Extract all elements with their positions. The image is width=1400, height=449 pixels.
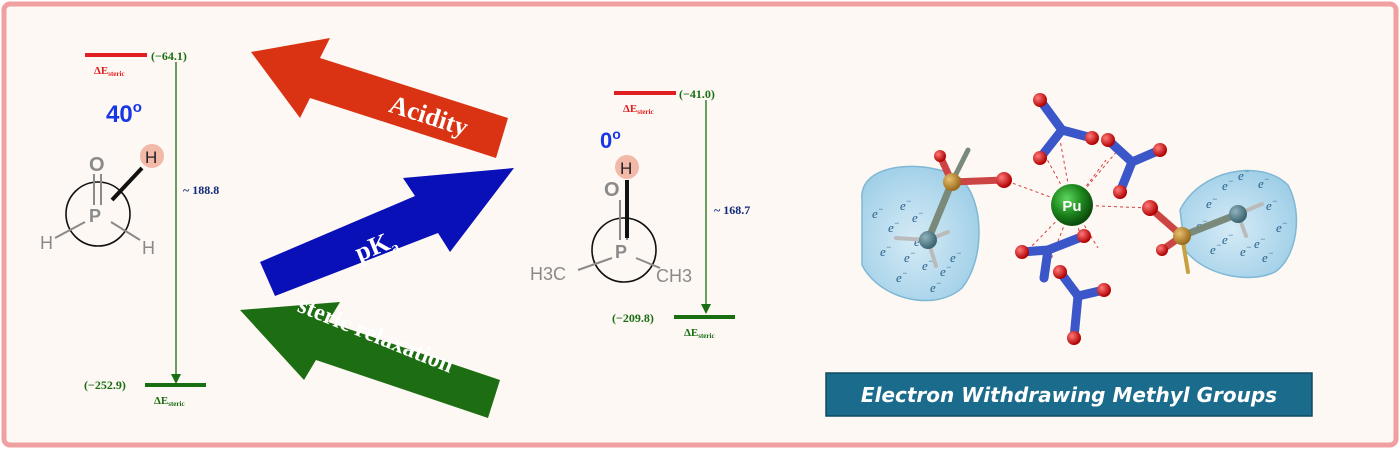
left-ph-bond-right xyxy=(110,221,141,241)
right-highlight-hydrogen xyxy=(615,155,639,179)
right-methyl-right-label: CH3 xyxy=(656,266,692,286)
electron-label-3: e− xyxy=(900,196,912,213)
electron-label-1: e− xyxy=(888,218,900,235)
electron-label-0: e− xyxy=(872,204,884,221)
conclusion-banner: Electron Withdrawing Methyl Groups xyxy=(825,372,1313,417)
plutonium-label: Pu xyxy=(1062,198,1081,215)
left-highlight-hydrogen xyxy=(140,144,164,168)
right-phosphorus-label: P xyxy=(615,242,627,262)
right-top-value: (−41.0) xyxy=(679,87,715,101)
electron-label-8: e− xyxy=(940,262,952,279)
left-newman-circle xyxy=(65,181,131,247)
left-phosphorus-label: P xyxy=(89,206,101,226)
left-ph-bond-left xyxy=(54,221,86,239)
electron-labels: e−e−e−e−e−e−e−e−e−e−e−e−e−e−e−e−e−e−e−e−… xyxy=(872,166,1288,295)
banner-background xyxy=(825,372,1313,417)
electron-label-7: e− xyxy=(896,268,908,285)
plutonium-atom xyxy=(1051,184,1093,226)
right-bottom-delta-label: ΔEsteric xyxy=(684,327,715,340)
left-top-value: (−64.1) xyxy=(151,49,187,63)
electron-label-5: e− xyxy=(904,248,916,265)
electron-label-4: e− xyxy=(912,208,924,225)
right-h-top-label: H xyxy=(620,159,632,178)
left-electron-cloud xyxy=(861,165,980,302)
electron-label-6: e− xyxy=(922,256,934,273)
steric-arrow-shape xyxy=(240,302,500,418)
right-energy-difference: ~ 168.7 xyxy=(714,203,750,217)
right-dihedral-angle: 0o xyxy=(600,126,621,153)
electron-label-23: e− xyxy=(1210,240,1222,257)
electron-label-15: e− xyxy=(1238,166,1250,183)
electron-label-9: e− xyxy=(930,278,942,295)
atom-spheres xyxy=(919,93,1247,345)
right-energy-diagram: (−41.0) ΔEsteric ~ 168.7 (−209.8) ΔEster… xyxy=(530,87,750,340)
left-h-right-label: H xyxy=(142,238,155,258)
electron-label-12: e− xyxy=(1196,216,1208,233)
pka-arrow-shape xyxy=(260,168,514,296)
right-oxygen-label: O xyxy=(604,179,620,201)
left-ph-bond-top xyxy=(110,166,144,202)
right-methyl-left-label: H3C xyxy=(530,264,566,284)
right-energy-arrowhead xyxy=(701,304,711,314)
pka-arrow: pKa xyxy=(260,168,514,296)
electron-label-16: e− xyxy=(1258,174,1270,191)
right-top-delta-label: ΔEsteric xyxy=(623,103,654,116)
electron-label-11: e− xyxy=(950,248,962,265)
pu-complex-illustration: e−e−e−e−e−e−e−e−e−e−e−e−e−e−e−e−e−e−e−e−… xyxy=(861,93,1298,345)
electron-label-2: e− xyxy=(880,242,892,259)
left-oxygen-label: O xyxy=(89,154,105,176)
left-molecule: O P H H H xyxy=(40,144,164,258)
acidity-arrow-shape xyxy=(251,38,508,158)
left-energy-difference: ~ 188.8 xyxy=(183,183,219,197)
right-newman-circle xyxy=(591,217,657,283)
left-top-delta-label: ΔEsteric xyxy=(94,65,125,78)
left-bottom-delta-label: ΔEsteric xyxy=(154,395,185,408)
electron-label-18: e− xyxy=(1276,218,1288,235)
left-dihedral-angle: 40o xyxy=(106,99,142,128)
right-pc-bond-left xyxy=(577,257,613,271)
electron-label-21: e− xyxy=(1262,248,1274,265)
electron-label-17: e− xyxy=(1266,196,1278,213)
left-h-top-label: H xyxy=(145,148,157,167)
left-h-left-label: H xyxy=(40,233,53,253)
right-molecule: O H P H3C CH3 xyxy=(530,155,692,286)
banner-text: Electron Withdrawing Methyl Groups xyxy=(861,383,1277,407)
left-bottom-value: (−252.9) xyxy=(84,378,126,392)
electron-label-20: e− xyxy=(1240,242,1252,259)
electron-label-19: e− xyxy=(1254,234,1266,251)
right-pc-bond-right xyxy=(635,257,661,269)
electron-label-14: e− xyxy=(1222,176,1234,193)
left-energy-arrowhead xyxy=(171,374,181,384)
left-energy-diagram: (−64.1) ΔEsteric ~ 188.8 (−252.9) ΔEster… xyxy=(40,49,219,408)
electron-label-22: e− xyxy=(1222,230,1234,247)
electron-label-13: e− xyxy=(1206,194,1218,211)
right-bottom-value: (−209.8) xyxy=(612,311,654,325)
right-electron-cloud xyxy=(1179,169,1298,279)
